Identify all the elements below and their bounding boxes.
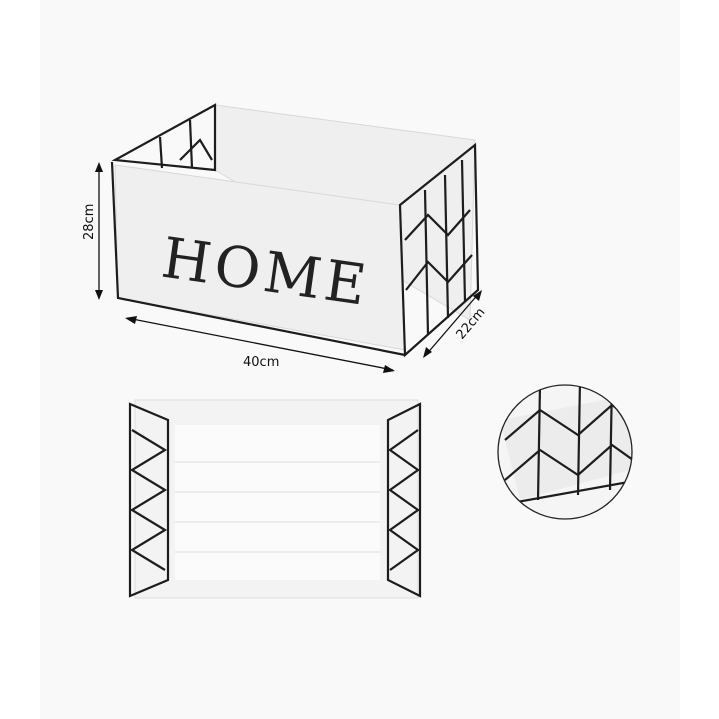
height-label: 28cm xyxy=(82,204,97,240)
length-label: 40cm xyxy=(243,355,279,370)
right-wire-side xyxy=(398,142,480,358)
dimension-height: 28cm xyxy=(82,162,103,300)
front-wire-frame xyxy=(110,161,406,357)
basket-top-view xyxy=(128,399,422,599)
background-panel xyxy=(40,0,680,719)
wire-detail-closeup xyxy=(497,384,633,520)
left-wire-side xyxy=(111,103,217,172)
dimension-length: 40cm xyxy=(125,316,395,373)
basket-perspective-view: HOME xyxy=(110,103,480,358)
